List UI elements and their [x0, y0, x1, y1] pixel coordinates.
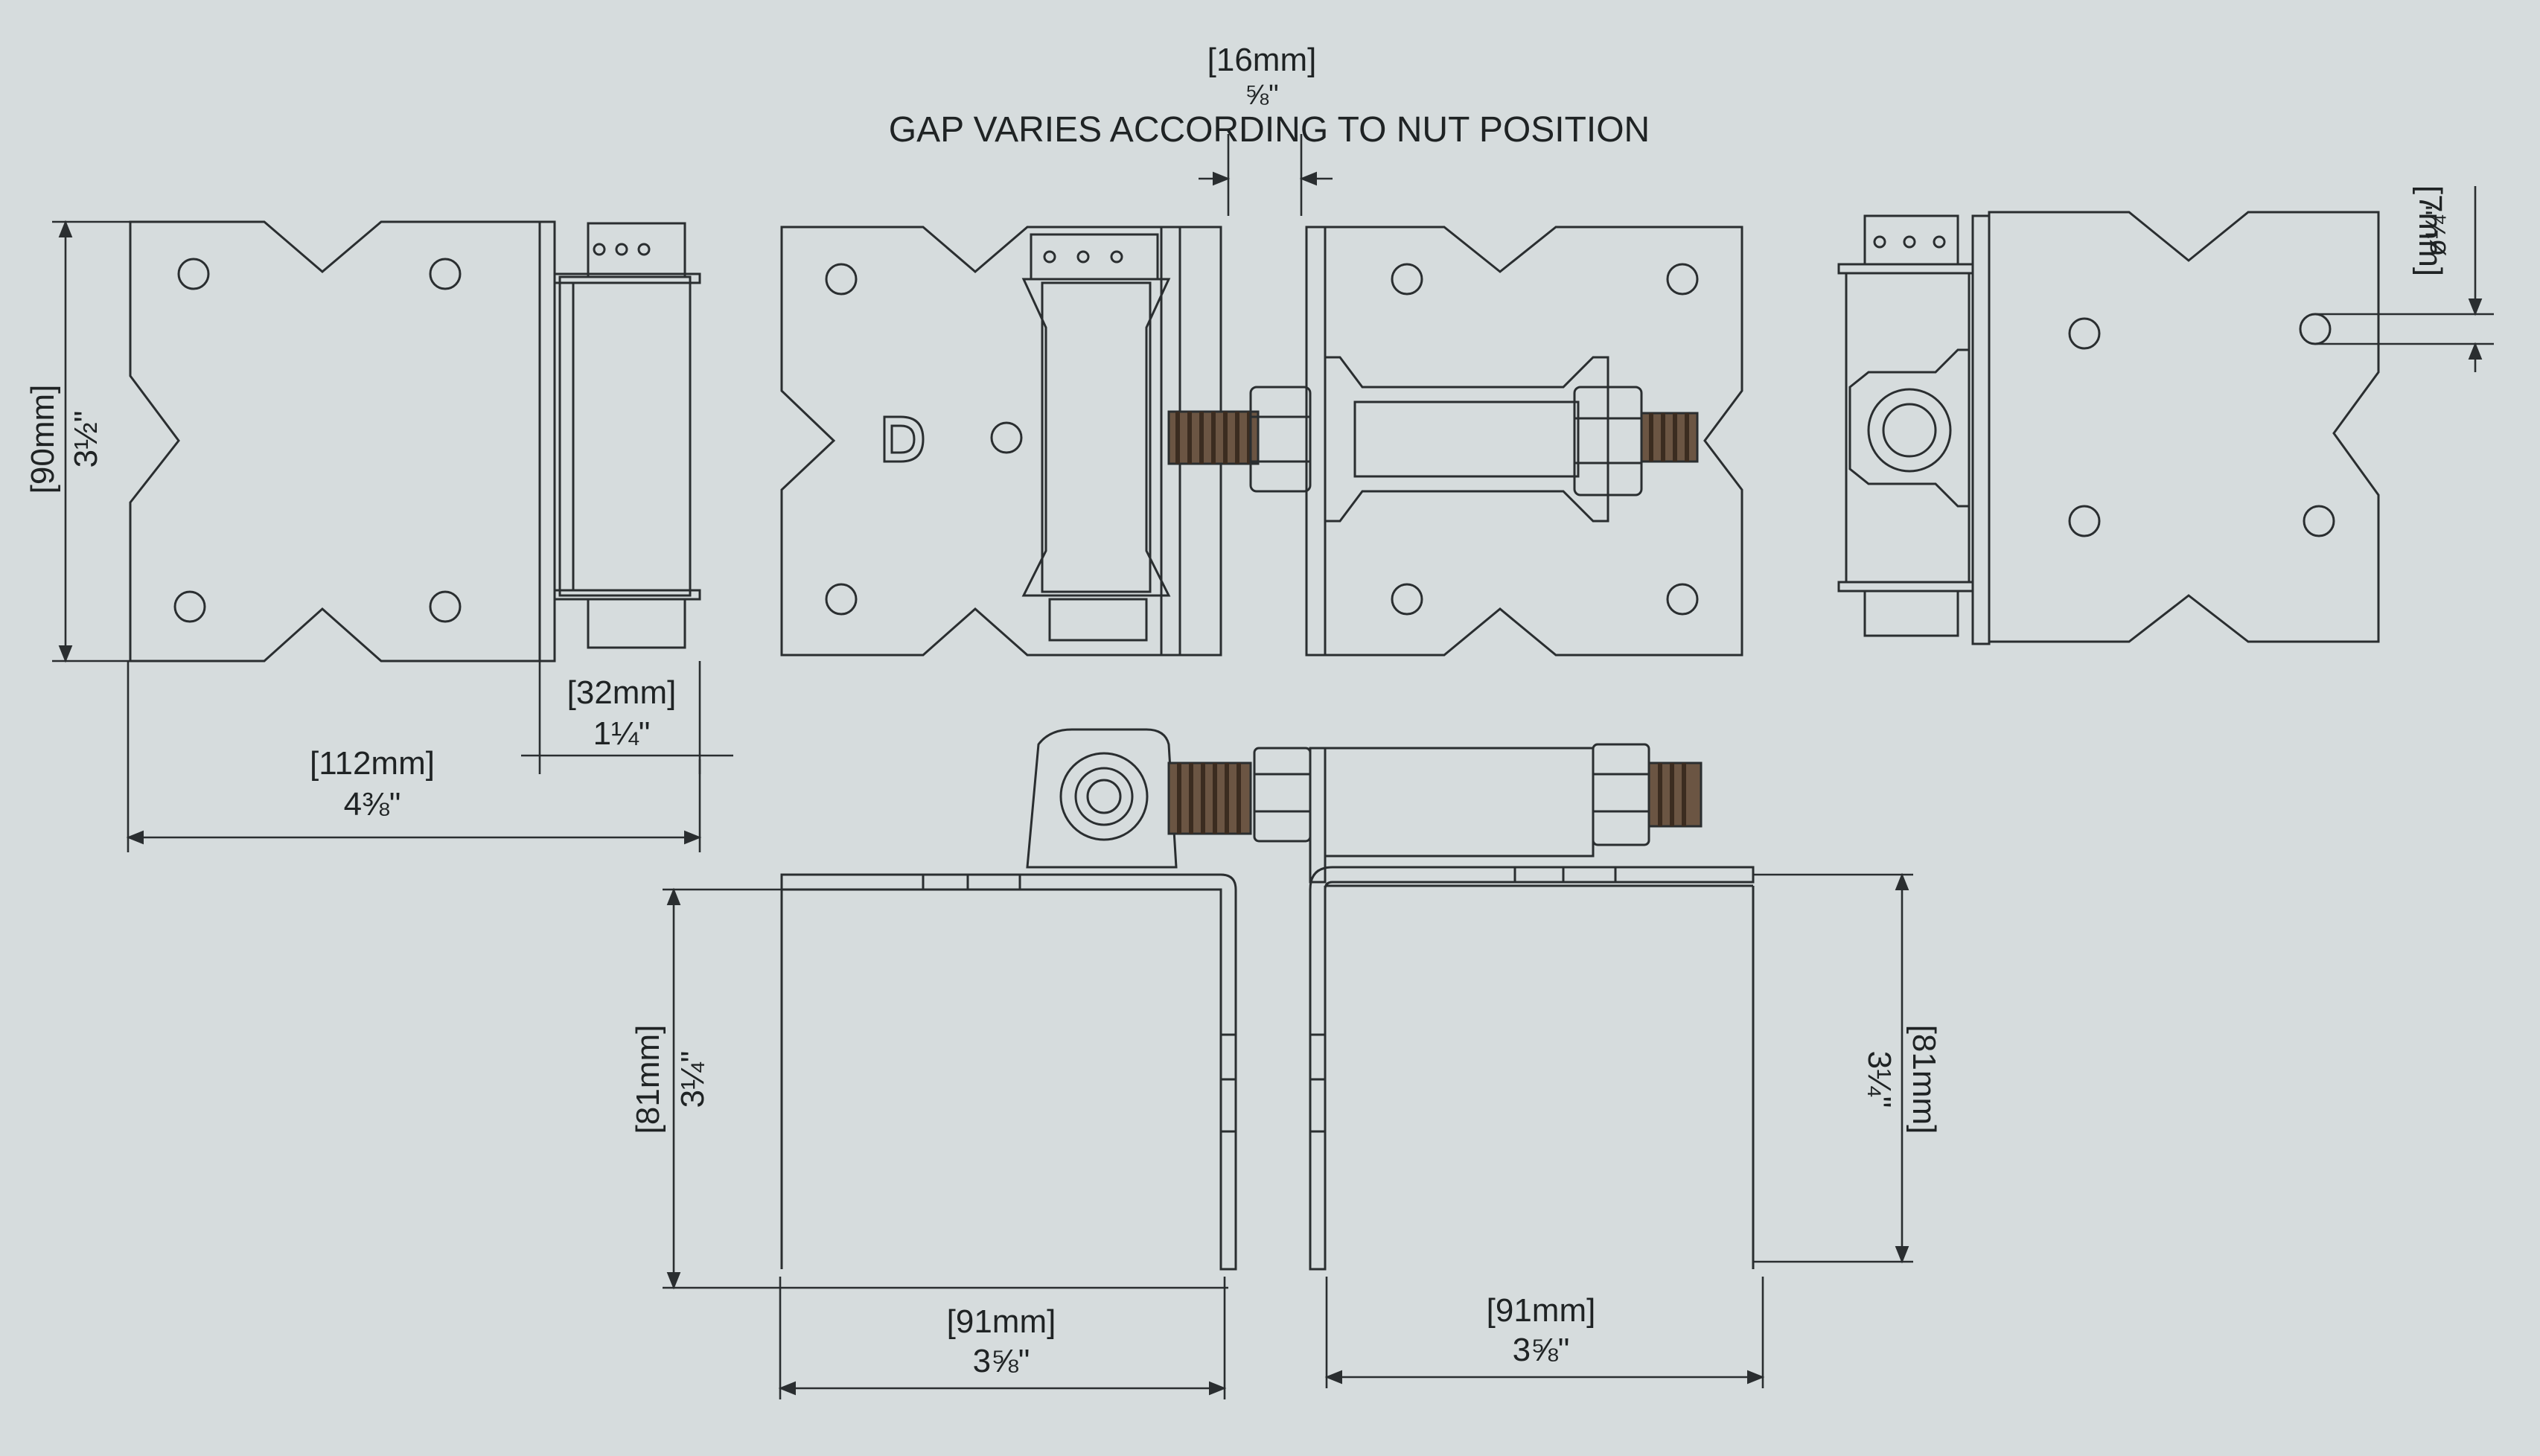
hinge-front-view-right	[1837, 211, 2380, 645]
leaf-left-height-dimension: [81mm] 3¼"	[630, 887, 1228, 1290]
gap-metric-label: [16mm]	[1207, 42, 1317, 78]
width-dimension: [112mm] 4⅜"	[126, 661, 702, 852]
leaf-left-height-metric-label: [81mm]	[630, 1025, 666, 1134]
leaf-left-width-metric-label: [91mm]	[947, 1303, 1056, 1340]
brand-logo-icon	[883, 415, 925, 463]
barrel-imperial-label: 1¼"	[593, 715, 651, 752]
threaded-rod-right	[1640, 412, 1699, 463]
side-threaded-rod-left	[1167, 761, 1252, 835]
leaf-right-height-metric-label: [81mm]	[1906, 1025, 1942, 1134]
hole-imperial-label: ø¼"	[2421, 205, 2452, 256]
hinge-side-view	[780, 728, 1755, 1271]
gap-callout: [16mm] ⅝" GAP VARIES ACCORDING TO NUT PO…	[889, 42, 1650, 216]
height-imperial-label: 3½"	[68, 411, 104, 468]
width-imperial-label: 4⅜"	[344, 786, 401, 823]
leaf-right-height-dimension: [81mm] 3¼"	[1753, 872, 1942, 1264]
hole-dimension: [7mm] ø¼"	[2315, 185, 2494, 372]
leaf-right-width-imperial-label: 3⅝"	[1513, 1332, 1570, 1368]
height-dimension: [90mm] 3½"	[25, 220, 130, 663]
threaded-rod-left	[1167, 410, 1260, 465]
leaf-left-width-imperial-label: 3⅝"	[973, 1343, 1030, 1379]
side-threaded-rod-right	[1647, 761, 1703, 828]
leaf-right-width-metric-label: [91mm]	[1487, 1292, 1596, 1329]
leaf-right-width-dimension: [91mm] 3⅝"	[1324, 1277, 1765, 1388]
gap-imperial-label: ⅝"	[1245, 80, 1278, 111]
leaf-left-height-imperial-label: 3¼"	[674, 1051, 711, 1108]
gap-note: GAP VARIES ACCORDING TO NUT POSITION	[889, 110, 1650, 150]
barrel-dimension: [32mm] 1¼"	[521, 661, 733, 774]
leaf-left-width-dimension: [91mm] 3⅝"	[778, 1277, 1227, 1399]
hinge-assembled-view	[780, 226, 1743, 657]
hole-metric-label: [7mm]	[2412, 185, 2448, 276]
hinge-front-view-left	[129, 220, 701, 662]
height-metric-label: [90mm]	[25, 385, 61, 494]
leaf-right-height-imperial-label: 3¼"	[1861, 1051, 1898, 1108]
width-metric-label: [112mm]	[310, 745, 435, 782]
barrel-metric-label: [32mm]	[567, 674, 677, 711]
